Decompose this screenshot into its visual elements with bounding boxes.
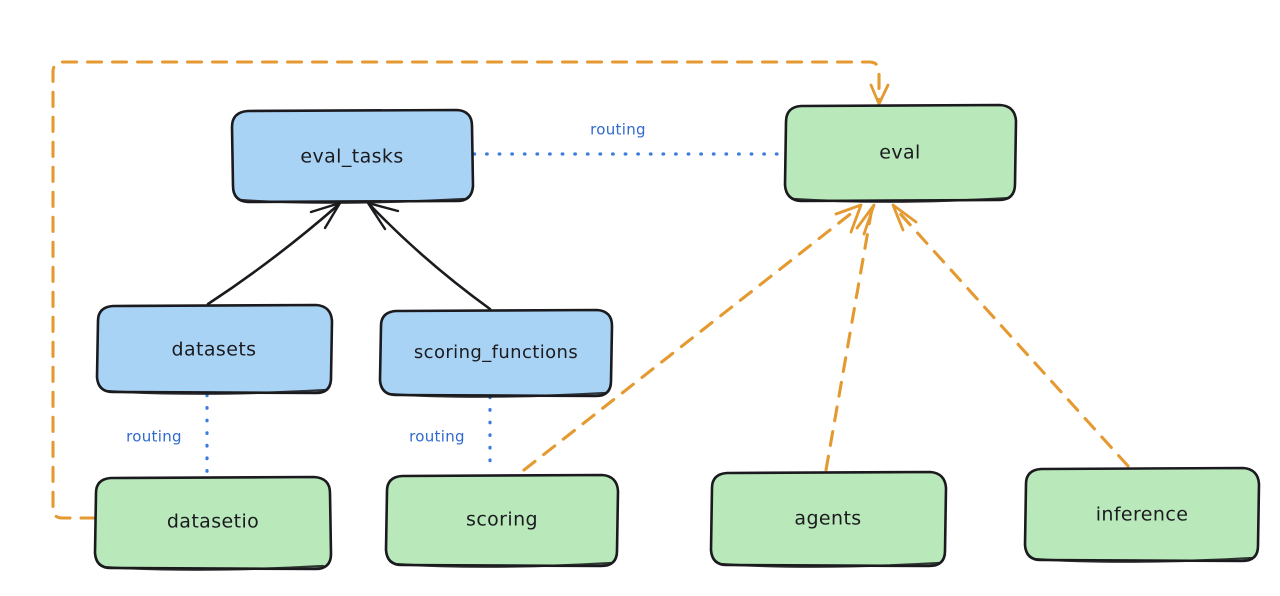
- arrowhead: [855, 203, 876, 236]
- arrowhead: [834, 203, 863, 234]
- edge-agents-to-eval: [824, 203, 876, 472]
- node-label-datasets: datasets: [172, 339, 257, 361]
- edge-label-routing-top: routing: [590, 121, 646, 139]
- edge-label-routing-scoring-functions: routing: [409, 428, 465, 446]
- node-inference[interactable]: inference: [1023, 466, 1261, 563]
- node-agents[interactable]: agents: [709, 470, 948, 568]
- edge-datasetio-to-eval: [51, 60, 890, 520]
- edge-datasets-to-datasetio: routing: [126, 393, 209, 476]
- node-label-inference: inference: [1096, 504, 1189, 526]
- node-datasets[interactable]: datasets: [95, 303, 334, 395]
- edge-scoring_functions-to-eval_tasks: [366, 201, 492, 311]
- node-scoring_functions[interactable]: scoring_functions: [378, 308, 614, 398]
- edge-inference-to-eval: [891, 203, 1130, 468]
- node-label-eval: eval: [879, 142, 920, 164]
- node-label-agents: agents: [794, 508, 861, 530]
- edge-eval_tasks-to-eval: routing: [472, 121, 786, 156]
- arrowhead: [891, 203, 918, 232]
- node-label-eval_tasks: eval_tasks: [300, 146, 403, 168]
- edge-scoring-to-eval: [522, 203, 863, 472]
- edge-label-routing-datasets: routing: [126, 428, 182, 446]
- node-scoring[interactable]: scoring: [384, 473, 620, 568]
- arrowhead: [869, 83, 890, 106]
- edge-scoring_functions-to-scoring: routing: [409, 395, 492, 474]
- node-label-scoring_functions: scoring_functions: [414, 342, 578, 363]
- edge-datasets-to-eval_tasks: [206, 201, 342, 306]
- node-eval_tasks[interactable]: eval_tasks: [230, 108, 475, 204]
- node-label-scoring: scoring: [466, 509, 538, 531]
- node-datasetio[interactable]: datasetio: [93, 475, 333, 571]
- node-label-datasetio: datasetio: [167, 511, 259, 533]
- node-eval[interactable]: eval: [783, 103, 1018, 203]
